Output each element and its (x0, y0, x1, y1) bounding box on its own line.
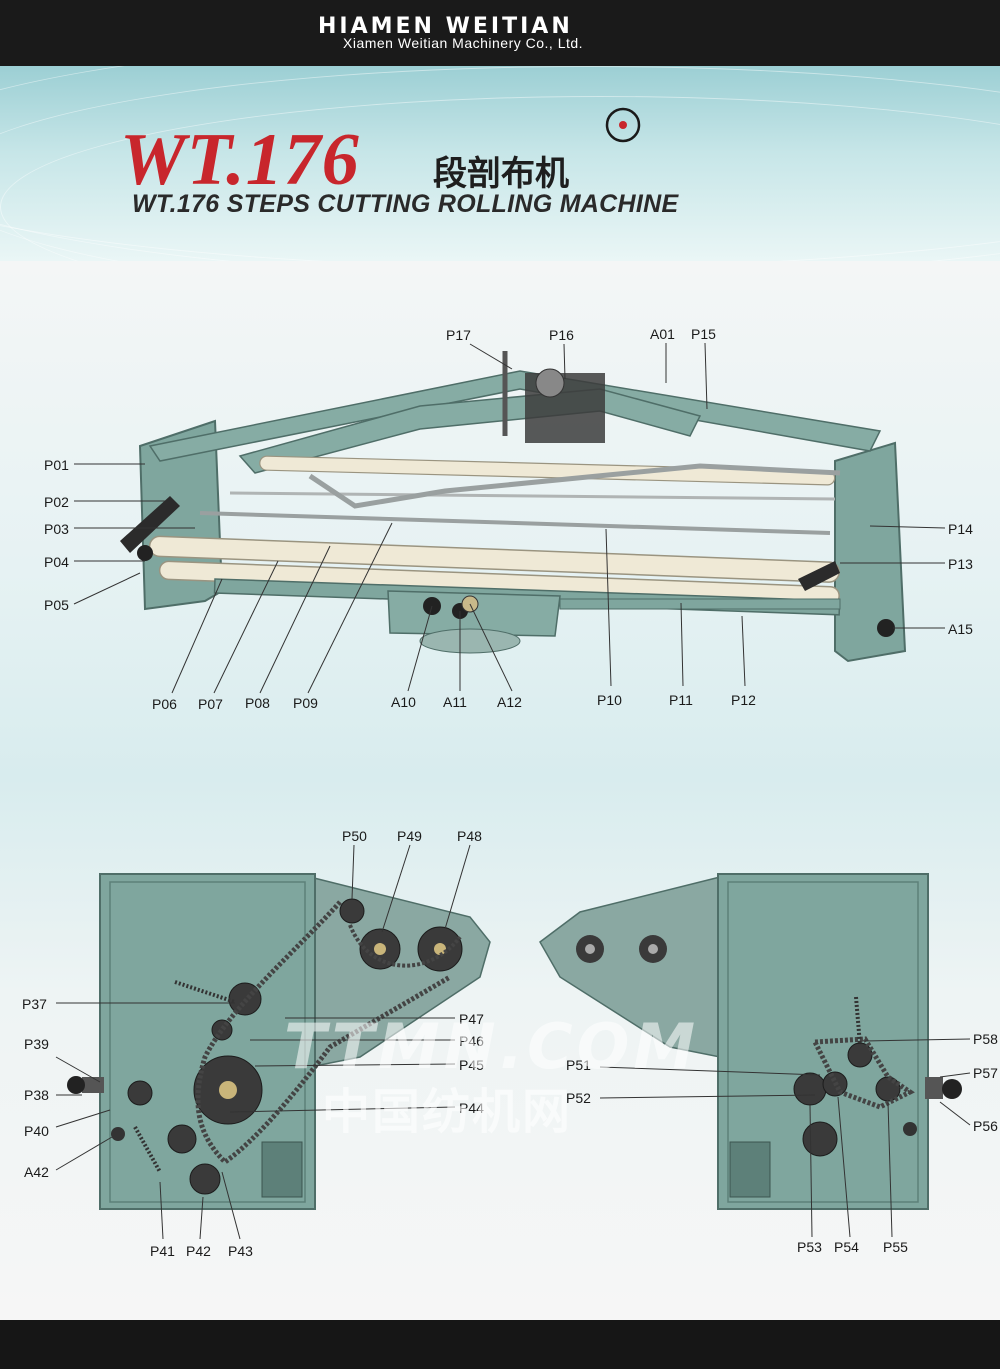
footer-bar (0, 1320, 1000, 1369)
machine-overview-illustration (73, 342, 946, 694)
product-name-english: WT.176 STEPS CUTTING ROLLING MACHINE (132, 190, 679, 218)
part-label-p07: P07 (198, 696, 223, 712)
watermark-site-name: 中国纺机网 (322, 1084, 573, 1140)
brand-logo-text: HIAMEN WEITIAN (318, 14, 573, 39)
part-label-p50: P50 (342, 828, 367, 844)
part-label-p47: P47 (459, 1011, 484, 1027)
part-label-p12: P12 (731, 692, 756, 708)
watermark-domain: TTMN.COM (284, 1010, 700, 1083)
part-label-p44: P44 (459, 1100, 484, 1116)
part-label-p06: P06 (152, 696, 177, 712)
part-label-a15: A15 (948, 621, 973, 637)
part-label-a12: A12 (497, 694, 522, 710)
part-label-p58: P58 (973, 1031, 998, 1047)
part-label-p13: P13 (948, 556, 973, 572)
part-label-p53: P53 (797, 1239, 822, 1255)
part-label-p56: P56 (973, 1118, 998, 1134)
company-name: Xiamen Weitian Machinery Co., Ltd. (343, 35, 584, 51)
model-number: WT.176 (120, 119, 360, 201)
part-label-p54: P54 (834, 1239, 859, 1255)
part-label-p11: P11 (669, 692, 693, 708)
part-label-p49: P49 (397, 828, 422, 844)
part-label-p03: P03 (44, 521, 69, 537)
part-label-p02: P02 (44, 494, 69, 510)
part-label-p16: P16 (549, 327, 574, 343)
part-label-p52: P52 (566, 1090, 591, 1106)
part-label-p01: P01 (44, 457, 69, 473)
part-label-p55: P55 (883, 1239, 908, 1255)
right-side-frame-illustration (539, 873, 971, 1238)
part-label-p17: P17 (446, 327, 471, 343)
part-label-a01: A01 (650, 326, 675, 342)
part-label-p40: P40 (24, 1123, 49, 1139)
part-label-p41: P41 (150, 1243, 175, 1259)
part-label-p38: P38 (24, 1087, 49, 1103)
part-label-p10: P10 (597, 692, 622, 708)
part-label-p43: P43 (228, 1243, 253, 1259)
part-label-p39: P39 (24, 1036, 49, 1052)
part-label-a10: A10 (391, 694, 416, 710)
target-circle-icon (605, 107, 641, 143)
part-label-p04: P04 (44, 554, 69, 570)
header-bar (0, 0, 1000, 66)
part-label-a42: A42 (24, 1164, 49, 1180)
title-banner (0, 66, 1000, 261)
part-label-p09: P09 (293, 695, 318, 711)
part-label-p46: P46 (459, 1033, 484, 1049)
part-label-p14: P14 (948, 521, 973, 537)
part-label-p05: P05 (44, 597, 69, 613)
part-label-p51: P51 (566, 1057, 591, 1073)
part-label-p37: P37 (22, 996, 47, 1012)
part-label-p42: P42 (186, 1243, 211, 1259)
part-label-p08: P08 (245, 695, 270, 711)
part-label-p57: P57 (973, 1065, 998, 1081)
product-name-chinese: 段剖布机 (433, 154, 569, 194)
part-label-p45: P45 (459, 1057, 484, 1073)
part-label-a11: A11 (443, 694, 467, 710)
part-label-p48: P48 (457, 828, 482, 844)
part-label-p15: P15 (691, 326, 716, 342)
left-side-frame-illustration (55, 844, 491, 1240)
